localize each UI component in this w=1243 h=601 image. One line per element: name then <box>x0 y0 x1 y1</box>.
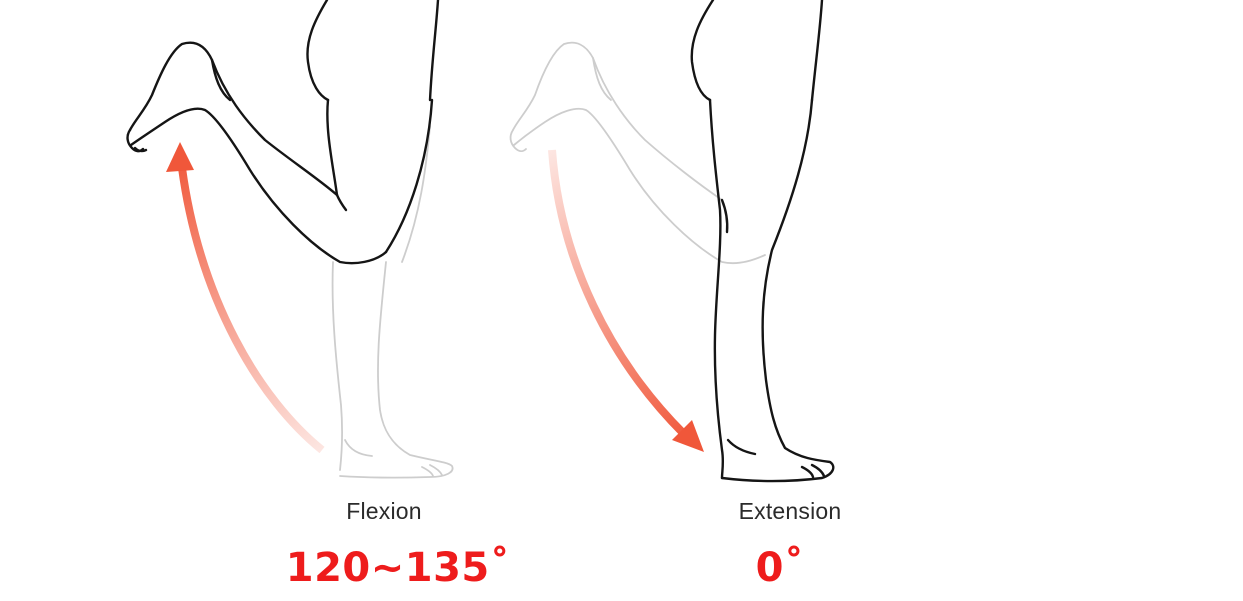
extension-ghost-bent-leg <box>509 41 766 265</box>
extension-hip <box>690 0 824 102</box>
flexion-ghost-lower-leg <box>331 125 454 479</box>
extension-angle-value: 0˚ <box>755 545 805 591</box>
extension-label: Extension <box>738 498 842 524</box>
flexion-bent-leg <box>126 41 388 265</box>
extension-figure <box>509 0 835 483</box>
flexion-hip <box>306 0 440 254</box>
extension-arrow <box>548 149 704 452</box>
flexion-arrow <box>166 142 325 454</box>
flexion-label: Flexion <box>346 498 422 524</box>
extension-standing-leg <box>708 98 835 483</box>
flexion-figure <box>126 0 454 479</box>
flexion-angle-value: 120~135˚ <box>285 545 511 591</box>
